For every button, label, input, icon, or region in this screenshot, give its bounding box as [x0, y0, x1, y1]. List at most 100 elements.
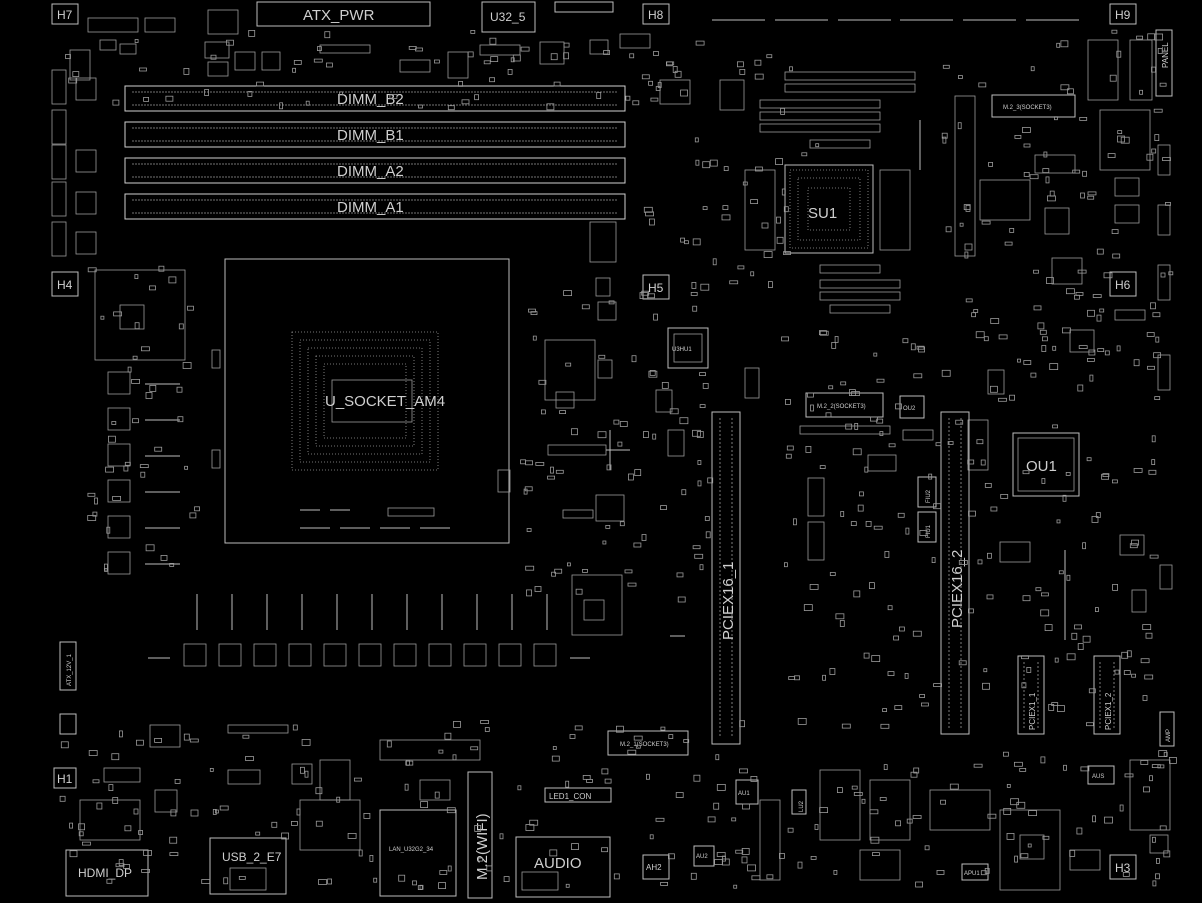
fiu2-chip[interactable]: FIU2 [917, 476, 937, 508]
m2-3-socket[interactable]: M.2_3(SOCKET3) [991, 94, 1076, 118]
pad [201, 879, 211, 884]
ou1-chip[interactable]: OU1 [1012, 432, 1080, 497]
pad [980, 459, 986, 466]
m2-1-socket[interactable]: M.2_1(SOCKET3) [607, 730, 689, 756]
lan-usb-connector[interactable]: LAN_U32G2_34 [379, 809, 457, 897]
pad [1087, 309, 1095, 317]
cpu-socket-am4[interactable]: U_SOCKET_AM4 [224, 258, 510, 544]
pad [551, 755, 560, 762]
mounting-hole-h3[interactable]: H3 [1109, 854, 1137, 880]
atx-12v-connector[interactable]: ATX_12V_1 [59, 641, 77, 691]
pad [988, 161, 993, 167]
pad [517, 785, 522, 791]
pad [742, 181, 748, 186]
pad [1109, 74, 1117, 82]
pad [660, 882, 668, 886]
u32-5-connector[interactable]: U32_5 [481, 1, 536, 33]
chipset-su1[interactable]: SU1 [784, 164, 874, 254]
pad [555, 469, 564, 474]
m2-2-socket[interactable]: M.2_2(SOCKET3) [805, 392, 884, 418]
usb-2-e7-connector[interactable]: USB_2_E7 [209, 837, 287, 895]
mounting-hole-h5[interactable]: H5 [642, 274, 670, 300]
dimm-b1-slot[interactable]: DIMM_B1 [124, 121, 626, 148]
pad [737, 265, 745, 270]
mounting-hole-h9[interactable]: H9 [1109, 3, 1137, 25]
mounting-hole-h1[interactable]: H1 [53, 767, 77, 789]
pad [1140, 658, 1150, 664]
dimm-a1-slot[interactable]: DIMM_A1 [124, 193, 626, 220]
pad [675, 792, 684, 798]
pad [256, 81, 265, 87]
ou2-chip[interactable]: OU2 [899, 395, 925, 419]
pad [68, 77, 78, 84]
m2-wifi-socket[interactable]: M.2(WIFI) [467, 771, 493, 899]
pad [986, 594, 994, 600]
pad [895, 820, 901, 827]
pciex16-2-slot[interactable]: PCIEX16_2 [940, 411, 970, 735]
label-aus: AUS [1092, 774, 1104, 780]
mounting-hole-h8[interactable]: H8 [642, 3, 670, 25]
pciex16-1-slot[interactable]: PCIEX16_1 [711, 411, 741, 745]
pad [292, 724, 298, 731]
pad [174, 779, 181, 784]
pad [1042, 168, 1050, 174]
audio-connector[interactable]: AUDIO [515, 836, 611, 898]
u3hu1-chip[interactable]: U3HU1 [667, 327, 709, 369]
label-dimm-b2: DIMM_B2 [337, 91, 404, 108]
pad [553, 81, 561, 87]
pciex1-2-slot[interactable]: PCIEX1_2 [1093, 655, 1121, 735]
pad [975, 331, 985, 339]
pad [754, 59, 762, 66]
pad [648, 80, 653, 86]
pad [596, 92, 602, 99]
pad [716, 852, 726, 857]
pciex1-1-slot[interactable]: PCIEX1_1 [1017, 655, 1045, 735]
panel-header[interactable]: PANEL [1155, 29, 1173, 97]
pad [715, 754, 720, 761]
pad [882, 708, 887, 712]
lu2-chip[interactable]: LU2 [791, 789, 807, 815]
mounting-hole-h6[interactable]: H6 [1109, 271, 1137, 297]
pad [541, 409, 546, 415]
pad [134, 39, 139, 43]
amp-chip[interactable]: AMP [1159, 711, 1175, 747]
au2-chip[interactable]: AU2 [693, 845, 715, 867]
pad [884, 551, 890, 558]
pad [565, 780, 570, 788]
pad [563, 290, 572, 297]
led1-connector[interactable]: LED1_CON [544, 787, 612, 803]
pad [438, 749, 444, 754]
top-header[interactable] [554, 1, 614, 13]
small-connector[interactable] [59, 713, 77, 735]
pad [154, 738, 163, 743]
pad [990, 318, 1000, 324]
atx-pwr-connector[interactable]: ATX_PWR [256, 1, 431, 27]
label-u3hu1: U3HU1 [672, 347, 692, 353]
pad [1023, 360, 1032, 365]
pad [214, 809, 219, 814]
pad [839, 620, 845, 627]
fiu1-chip[interactable]: FIU1 [917, 511, 937, 543]
pad [1030, 66, 1035, 72]
dimm-a2-slot[interactable]: DIMM_A2 [124, 157, 626, 184]
pad [1159, 82, 1167, 87]
apu1-chip[interactable]: APU1 [961, 863, 989, 881]
ah2-chip[interactable]: AH2 [642, 854, 670, 880]
au1-chip[interactable]: AU1 [735, 779, 759, 805]
pad [1003, 808, 1012, 815]
hdmi-dp-connector[interactable]: HDMI_DP [65, 849, 149, 897]
pad [657, 82, 662, 88]
pad [1150, 302, 1156, 310]
pad [602, 540, 607, 545]
pad [1151, 435, 1156, 443]
pad [143, 850, 152, 856]
pad [697, 460, 702, 465]
pad [550, 466, 554, 474]
mounting-hole-h4[interactable]: H4 [51, 271, 79, 297]
pad [489, 77, 496, 83]
pad [931, 557, 936, 563]
pad [1096, 314, 1102, 322]
mounting-hole-h7[interactable]: H7 [51, 3, 79, 25]
aus-chip[interactable]: AUS [1087, 765, 1115, 785]
dimm-b2-slot[interactable]: DIMM_B2 [124, 85, 626, 112]
